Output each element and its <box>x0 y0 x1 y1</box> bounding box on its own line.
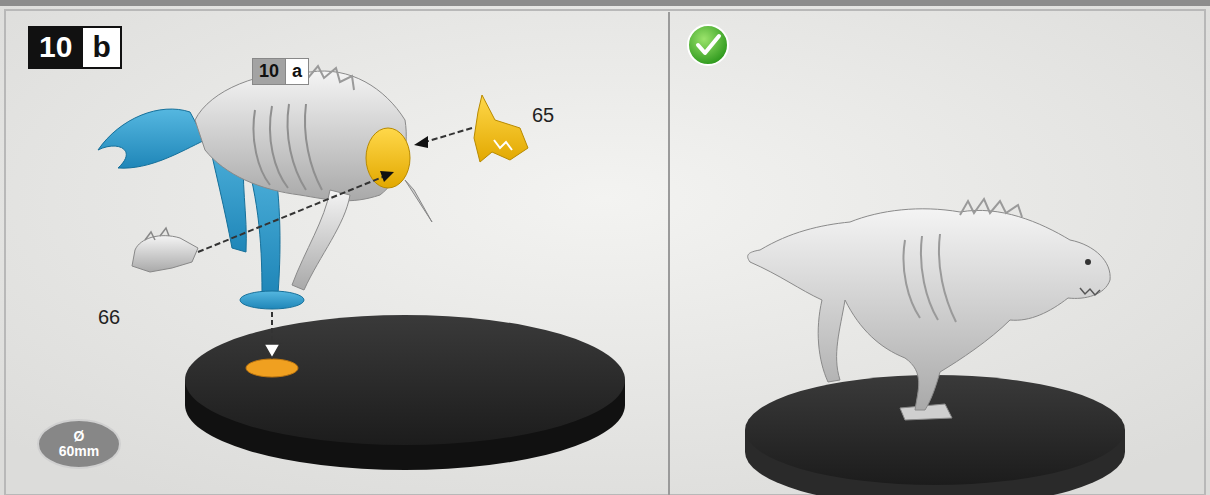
ribs <box>903 234 956 322</box>
check-mark <box>698 36 719 53</box>
panel-divider <box>668 12 670 495</box>
frame <box>5 10 1205 495</box>
arrowhead <box>414 136 428 148</box>
neck-socket <box>366 128 410 188</box>
wolf-silhouette <box>748 209 1110 410</box>
step-number: 10 <box>28 26 83 69</box>
base-size-badge: Ø 60mm <box>36 418 122 470</box>
tail <box>98 109 205 168</box>
assembly-arrows <box>198 128 472 358</box>
eye <box>1085 259 1091 265</box>
dashed-arrow <box>425 128 472 142</box>
fore-leg <box>292 190 350 290</box>
step-number: 10 <box>252 58 286 85</box>
dashed-arrow <box>198 176 385 252</box>
jaw-spike <box>405 180 432 222</box>
dashed-arrow <box>271 312 273 345</box>
head-part <box>132 236 198 272</box>
step-letter: a <box>286 58 309 85</box>
step-letter: b <box>83 26 121 69</box>
badge-shape <box>38 420 120 468</box>
top-bar <box>0 0 1210 6</box>
ears <box>145 228 169 240</box>
ribs <box>253 104 322 190</box>
teeth <box>1080 288 1100 295</box>
peg-marker <box>246 359 298 377</box>
assembled-model <box>745 199 1125 495</box>
foot-plate <box>240 291 304 309</box>
callout-number: 66 <box>98 306 120 329</box>
round-base <box>185 315 625 470</box>
fur <box>960 199 1022 217</box>
teeth <box>494 140 512 150</box>
callout-number: 65 <box>532 104 554 127</box>
step-number-box: 10a <box>252 58 309 85</box>
wolf-body <box>98 64 432 309</box>
check-icon <box>688 25 728 65</box>
arrowhead <box>264 344 280 358</box>
check-circle <box>688 25 728 65</box>
head-part <box>474 95 528 162</box>
base-top <box>185 315 625 445</box>
arrowhead <box>380 171 394 182</box>
step-number-box: 10b <box>28 26 122 69</box>
base-size-text: Ø 60mm <box>59 429 99 460</box>
base-top <box>745 375 1125 485</box>
